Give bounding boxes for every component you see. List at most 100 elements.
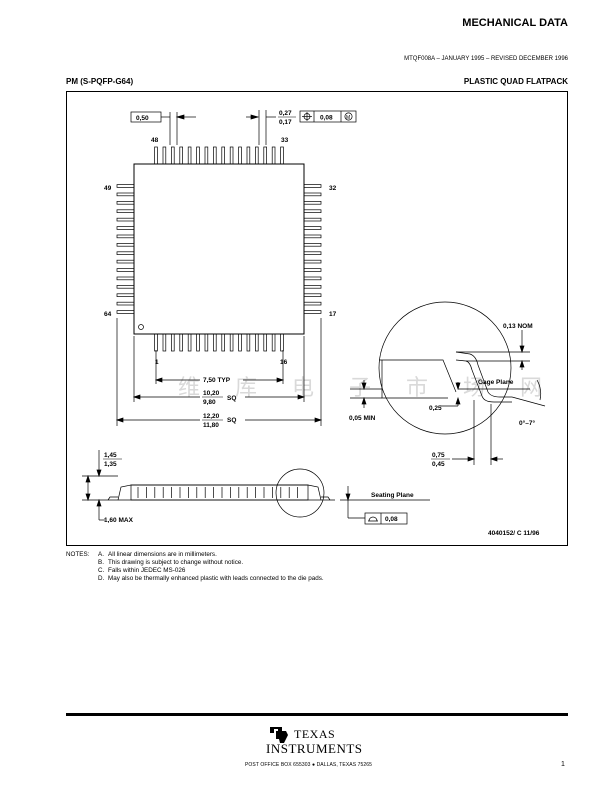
coplanarity-frame (364, 512, 408, 525)
note-letter: C. (98, 567, 105, 574)
position-tol-frame (299, 110, 357, 123)
overall-max-label: 12,20 (203, 413, 220, 420)
pin-32-label: 32 (329, 185, 337, 192)
lead-right (303, 285, 322, 289)
lead-top (171, 146, 175, 165)
width-arrowhead-left (250, 114, 260, 120)
coplanarity-value: 0,08 (385, 516, 398, 523)
ti-logo-icon (270, 727, 288, 743)
foot-max-label: 0,75 (432, 452, 445, 459)
typ-arrow-right (276, 377, 285, 383)
angle-line (511, 396, 546, 407)
lead-bottom (255, 333, 259, 352)
lead-bottom (213, 333, 217, 352)
position-tol-value: 0,08 (320, 115, 333, 122)
lead-right (303, 310, 322, 314)
pin-64-label: 64 (104, 311, 112, 318)
overall-min-label: 11,80 (203, 422, 219, 429)
detail-lead-bottom (455, 359, 512, 403)
lead-right (303, 234, 322, 239)
min-arrow-top (361, 382, 367, 391)
height-max-label: 1,60 MAX (104, 517, 134, 524)
lead-bottom (187, 333, 192, 352)
side-leads (107, 487, 331, 501)
side-body (130, 484, 309, 501)
lead-left (116, 301, 135, 306)
lead-left (116, 192, 135, 197)
pin-1-label: 1 (155, 359, 159, 366)
min-label: 0,05 MIN (349, 415, 376, 422)
lead-right (303, 192, 322, 197)
lead-bottom (154, 333, 158, 352)
side-lead-end-left (107, 496, 118, 501)
note-text: May also be thermally enhanced plastic w… (108, 575, 324, 582)
mmc-icon (344, 112, 353, 121)
nom-arrow-top (519, 345, 525, 354)
lead-top (179, 146, 183, 165)
lead-right (303, 209, 322, 213)
standoff-max-label: 1,45 (104, 452, 117, 459)
lead-bottom (162, 333, 167, 352)
lead-top (255, 146, 259, 165)
detail-circle (275, 468, 325, 518)
lead-top (213, 146, 217, 165)
body-sq-label: SQ (227, 395, 236, 402)
mmc-label: M (346, 115, 350, 121)
lead-left (116, 201, 135, 205)
lead-bottom (196, 333, 200, 352)
flatness-icon (368, 516, 378, 522)
lead-right (303, 201, 322, 205)
lead-left (116, 217, 135, 222)
lead-top (271, 146, 276, 165)
nom-label: 0,13 NOM (503, 323, 533, 330)
brand-line2: INSTRUMENTS (266, 741, 363, 756)
foot-arrow-left (467, 456, 476, 462)
lead-bottom (246, 333, 251, 352)
overall-sq-label: SQ (227, 417, 236, 424)
lead-bottom (280, 333, 284, 352)
height-arrow-top (85, 474, 91, 483)
lead-top (187, 146, 192, 165)
pin-16-label: 16 (280, 359, 288, 366)
notes-label: NOTES: (66, 551, 90, 558)
lead-right (303, 259, 322, 264)
overall-arrow-left (115, 417, 124, 423)
lead-left (116, 209, 135, 213)
notes: NOTES:A.All linear dimensions are in mil… (66, 551, 324, 583)
watermark: 维 库 电 子 市 场 网 (178, 376, 556, 401)
lead-top (238, 146, 242, 165)
lead-left (116, 285, 135, 289)
lead-top (229, 146, 234, 165)
note-letter: A. (98, 551, 104, 558)
pin-48-label: 48 (151, 137, 159, 144)
lead-right (303, 293, 322, 297)
lead-left (116, 276, 135, 281)
width-max-label: 0,27 (279, 110, 292, 117)
gage-label: 0,25 (429, 405, 442, 412)
lead-left (116, 234, 135, 239)
overall-arrow-right (314, 417, 323, 423)
lead-left (116, 259, 135, 264)
note-text: Falls within JEDEC MS-026 (108, 567, 186, 574)
revision-line: MTQF008A – JANUARY 1995 – REVISED DECEMB… (404, 56, 568, 62)
lead-right (303, 243, 322, 247)
lead-left (116, 268, 135, 272)
pin-17-label: 17 (329, 311, 337, 318)
foot-arrow-right (489, 456, 498, 462)
side-body-outline (117, 484, 322, 501)
typ-arrow-left (154, 377, 163, 383)
footer-rule (66, 713, 568, 716)
lead-right (303, 184, 322, 188)
lead-bottom (221, 333, 225, 352)
seating-arrow (345, 493, 351, 502)
drawing-frame (66, 91, 568, 546)
lead-right (303, 226, 322, 230)
gage-plane-label: Gage Plane (478, 379, 514, 386)
pitch-arrowhead (175, 114, 185, 120)
typ-label: 7,50 TYP (203, 377, 231, 384)
height-arrow (96, 498, 102, 507)
lead-bottom (238, 333, 242, 352)
min-arrow-bottom (361, 396, 367, 405)
lead-left (116, 226, 135, 230)
page-number: 1 (561, 761, 565, 768)
